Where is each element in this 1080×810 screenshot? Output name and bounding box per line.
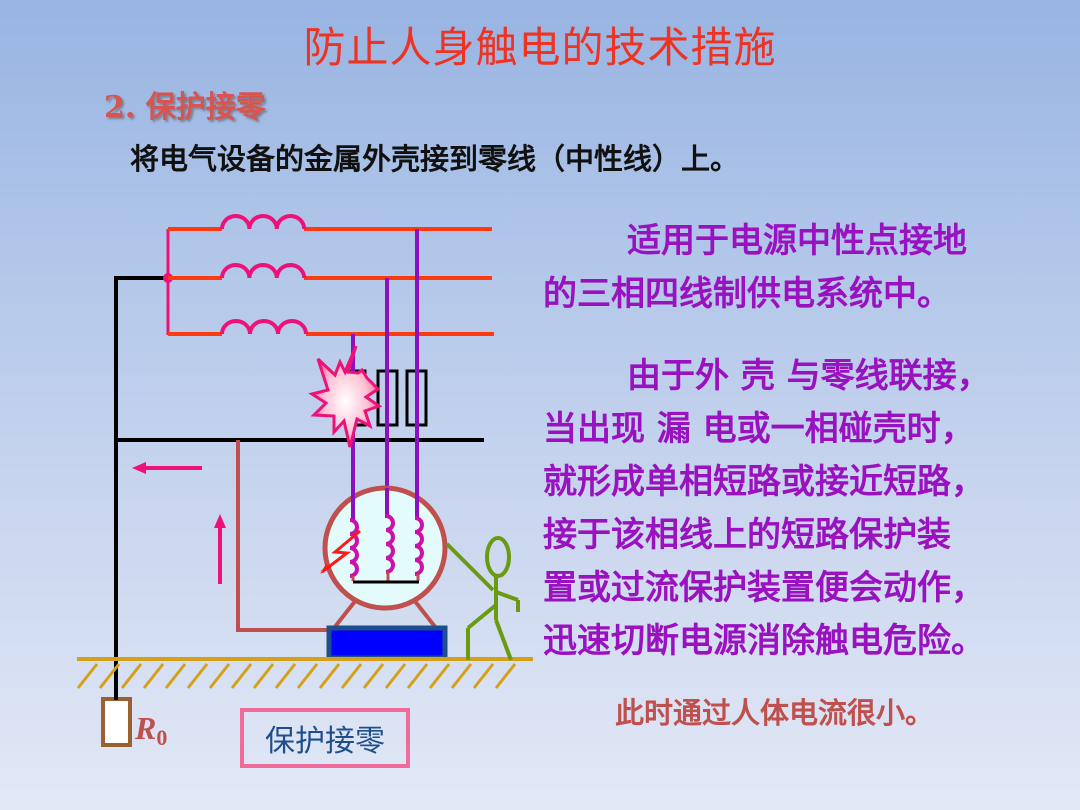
paragraph-line: 接于该相线上的短路保护装 xyxy=(543,515,951,555)
resistor-subscript: 0 xyxy=(156,725,168,750)
paragraph-line: 当出现 漏 电或一相碰壳时， xyxy=(543,409,975,449)
person-icon xyxy=(445,536,520,661)
transformer-coil-icon xyxy=(220,214,308,335)
definition-text: 将电气设备的金属外壳接到零线（中性线）上。 xyxy=(130,142,740,176)
transformer-secondary xyxy=(163,229,173,335)
paragraph-line: 由于外 壳 与零线联接， xyxy=(627,356,991,396)
diagram-caption-box: 保护接零 xyxy=(240,708,410,768)
motor-icon xyxy=(320,485,448,630)
body-current-note: 此时通过人体电流很小。 xyxy=(615,696,935,730)
ground-symbol xyxy=(76,657,533,689)
resistor-label: R0 xyxy=(135,710,167,751)
applicability-paragraph: 适用于电源中性点接地 的三相四线制供电系统中。 xyxy=(543,215,1073,321)
neutral-conductor xyxy=(114,276,484,706)
motor-base xyxy=(326,625,448,661)
paragraph-line: 迅速切断电源消除触电危险。 xyxy=(543,621,985,661)
slide-title: 防止人身触电的技术措施 xyxy=(303,23,777,72)
mechanism-paragraph: 由于外 壳 与零线联接， 当出现 漏 电或一相碰壳时， 就形成单相短路或接近短路… xyxy=(543,350,1073,668)
protective-neutral-wire xyxy=(236,440,330,632)
current-flow-arrow-icon xyxy=(132,462,226,584)
paragraph-line: 适用于电源中性点接地 xyxy=(627,221,967,261)
grounding-resistor-icon xyxy=(101,697,132,747)
paragraph-line: 的三相四线制供电系统中。 xyxy=(543,274,951,314)
fault-lightning-icon xyxy=(321,529,361,574)
paragraph-line: 置或过流保护装置便会动作， xyxy=(543,568,985,608)
paragraph-line: 就形成单相短路或接近短路， xyxy=(543,462,985,502)
short-circuit-burst-icon xyxy=(308,345,383,448)
resistor-symbol: R xyxy=(135,710,157,746)
motor-winding-icon xyxy=(349,514,424,578)
diagram-caption: 保护接零 xyxy=(265,724,385,759)
phase-lines xyxy=(168,227,494,336)
section-heading: 2. 保护接零 xyxy=(104,90,266,125)
